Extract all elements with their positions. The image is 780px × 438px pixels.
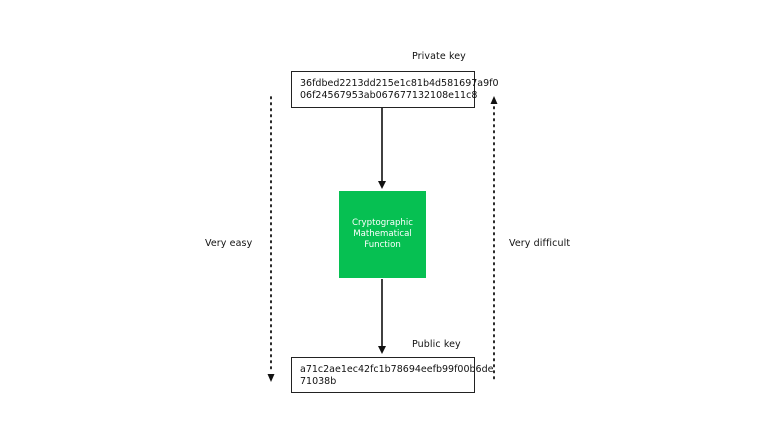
very-difficult-label: Very difficult	[509, 238, 571, 249]
dotted-arrow-difficult-head	[490, 96, 498, 104]
crypto-function-box: Cryptographic Mathematical Function	[339, 191, 426, 278]
public-key-box: a71c2ae1ec42fc1b78694eefb99f00b6de 71038…	[291, 357, 494, 393]
very-easy-label: Very easy	[205, 238, 253, 249]
function-line-2: Mathematical	[353, 229, 412, 239]
dotted-arrow-easy-head	[267, 374, 275, 382]
private-key-line-2: 06f24567953ab067677132108e11c8	[300, 89, 478, 101]
public-key-label: Public key	[412, 339, 461, 350]
public-key-line-2: 71038b	[300, 375, 337, 387]
public-key-line-1: a71c2ae1ec42fc1b78694eefb99f00b6de	[300, 364, 494, 375]
private-key-label: Private key	[412, 51, 466, 62]
private-key-box: 36fdbed2213dd215e1c81b4d581697a9f0 06f24…	[291, 71, 499, 108]
private-key-line-1: 36fdbed2213dd215e1c81b4d581697a9f0	[300, 78, 499, 89]
function-line-3: Function	[364, 240, 401, 250]
function-line-1: Cryptographic	[352, 218, 413, 228]
